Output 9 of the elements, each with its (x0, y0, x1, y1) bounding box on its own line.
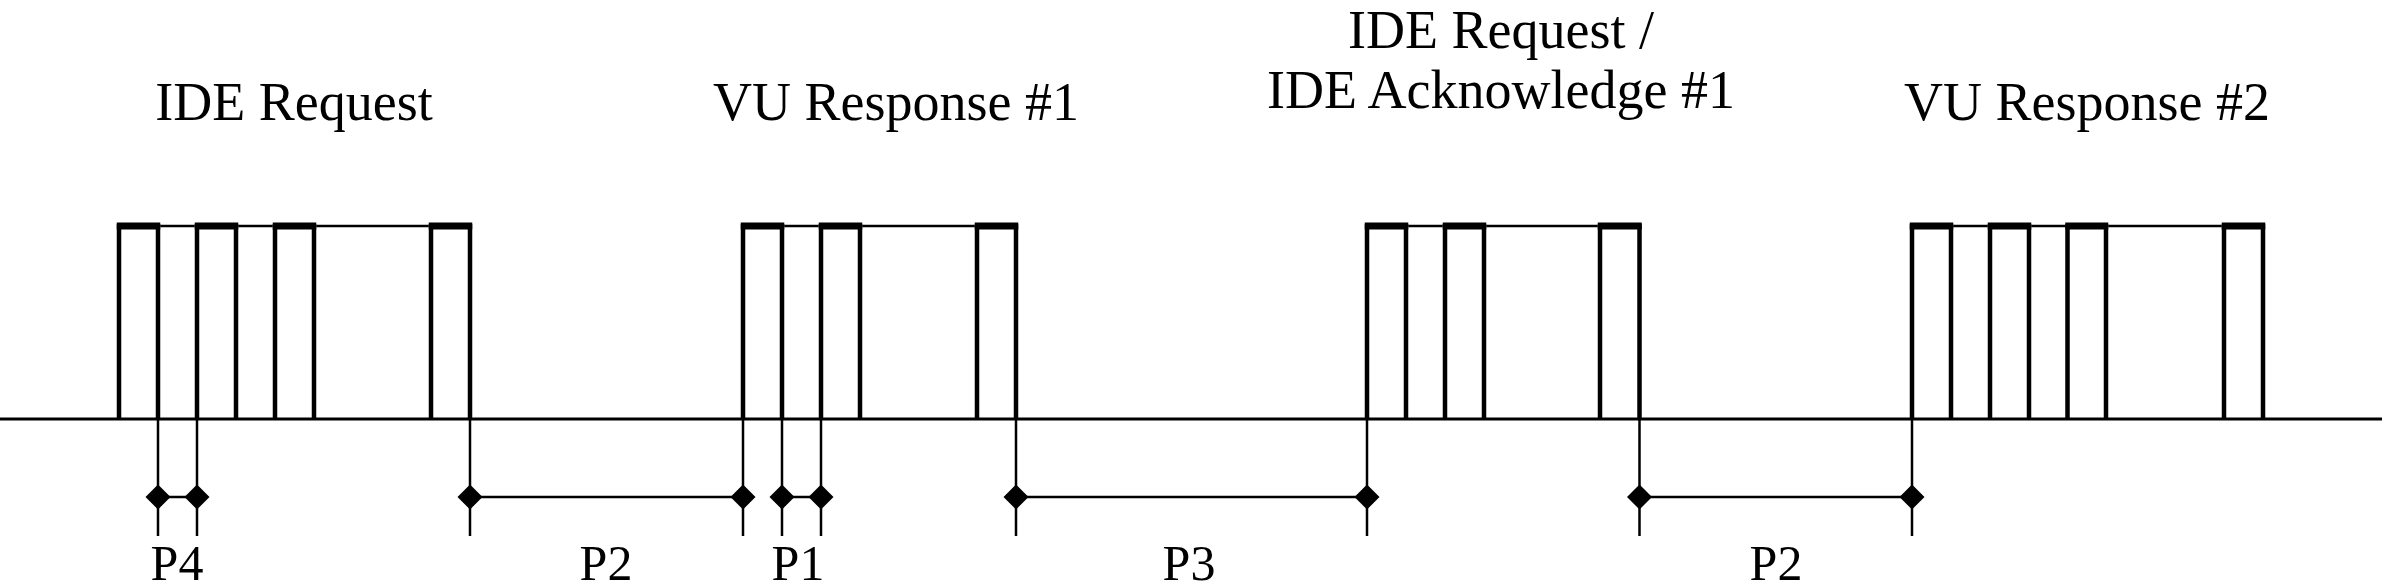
burst-title: IDE Request / IDE Acknowledge #1 (1266, 0, 1736, 120)
interval-label: P4 (150, 541, 204, 585)
burst-title: VU Response #1 (713, 72, 1079, 132)
interval-label: P3 (1162, 541, 1216, 585)
interval-label: P1 (771, 541, 825, 585)
interval-label: P2 (1749, 541, 1803, 585)
burst-title: IDE Request (155, 72, 433, 132)
burst-title: VU Response #2 (1904, 72, 2270, 132)
interval-label: P2 (579, 541, 633, 585)
